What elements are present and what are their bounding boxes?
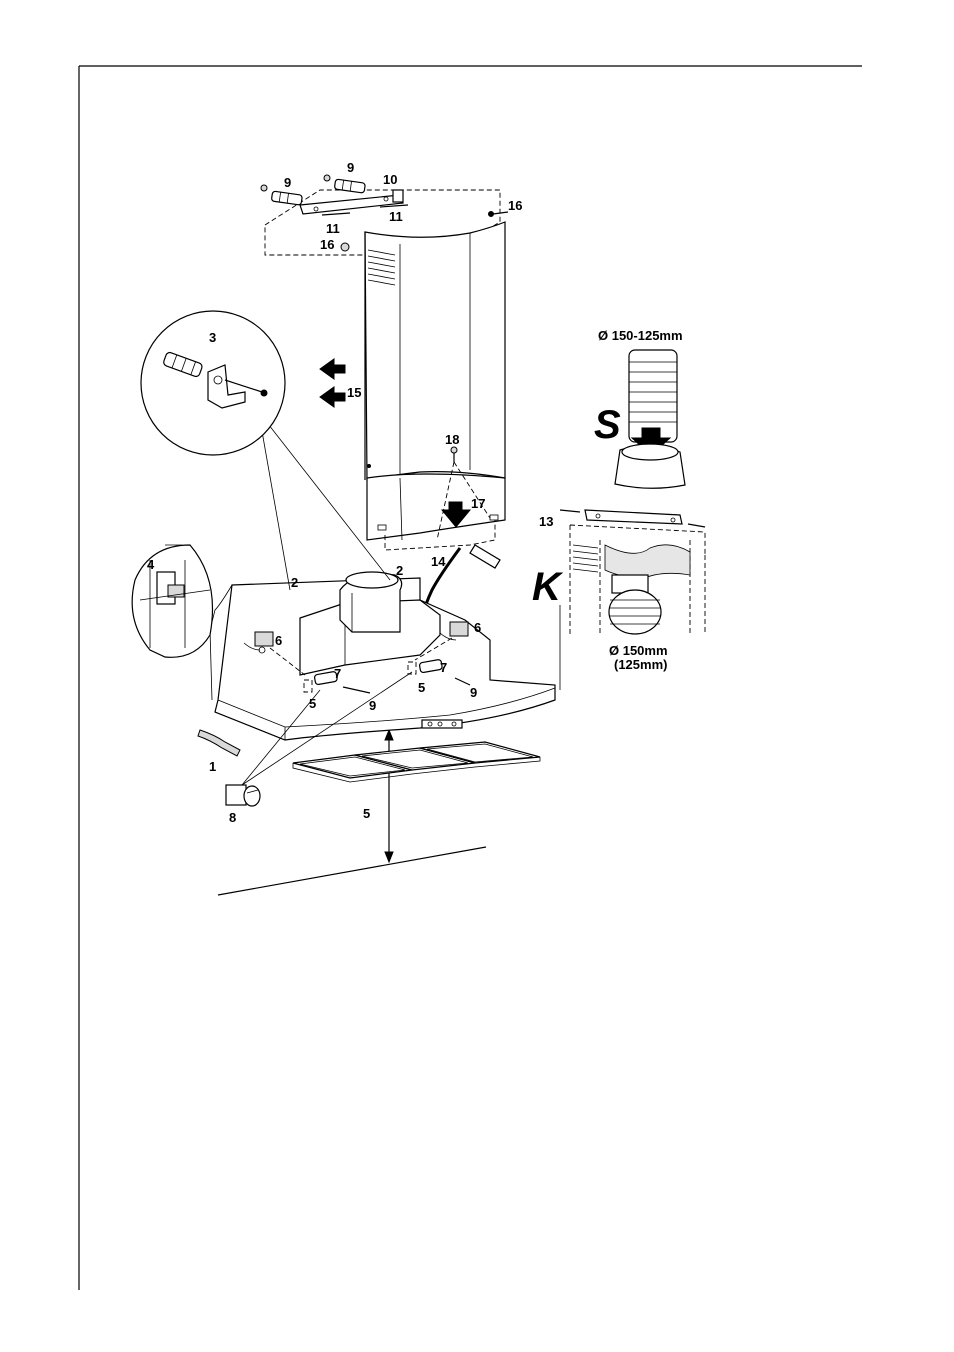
- callout-16-a: 16: [320, 237, 334, 252]
- variant-labels: Ø 150-125mm S K Ø 150mm (125mm): [532, 328, 683, 672]
- callout-7-a: 7: [334, 666, 341, 681]
- leader-lines: [241, 419, 413, 786]
- chimney-lower: [366, 473, 506, 551]
- callout-16-b: 16: [508, 198, 522, 213]
- callout-labels: 9 9 10 11 11 16 16 3 15 18 17 14 4 2 2 6…: [147, 160, 553, 825]
- callout-2-b: 2: [396, 563, 403, 578]
- page-frame: [78, 65, 862, 1290]
- callout-5-b: 5: [418, 680, 425, 695]
- arrow-17: [440, 501, 472, 528]
- callout-9-d: 9: [470, 685, 477, 700]
- variant-s-letter: S: [594, 403, 621, 447]
- detail-circle-3: [140, 310, 286, 456]
- variant-s-duct: [614, 349, 686, 489]
- variant-k-diameter: Ø 150mm: [609, 643, 668, 658]
- callout-7-b: 7: [440, 660, 447, 675]
- callout-2-a: 2: [291, 575, 298, 590]
- screw-18: [436, 446, 491, 541]
- callout-5-a: 5: [309, 696, 316, 711]
- filter-vent-slots: [572, 544, 599, 573]
- callout-15: 15: [347, 385, 361, 400]
- callout-5-c: 5: [363, 806, 370, 821]
- chimney-vent-slots: [367, 249, 396, 286]
- mounting-clip-right: [414, 621, 469, 661]
- callout-18: 18: [445, 432, 459, 447]
- variant-s-diameter: Ø 150-125mm: [598, 328, 683, 343]
- detail-circle-4: [131, 544, 213, 658]
- top-mounting-bracket: [264, 189, 501, 256]
- wall-plugs-top: [260, 174, 366, 206]
- callout-3: 3: [209, 330, 216, 345]
- callout-11-b: 11: [389, 209, 403, 224]
- wall-plugs-lower: [303, 659, 471, 694]
- callout-10: 10: [383, 172, 397, 187]
- callout-14: 14: [431, 554, 446, 569]
- callout-8: 8: [229, 810, 236, 825]
- variant-k-filter: [559, 509, 706, 635]
- callout-9-a: 9: [284, 175, 291, 190]
- mounting-clip-left: [243, 631, 306, 676]
- callout-6-b: 6: [474, 620, 481, 635]
- variant-k-letter: K: [532, 565, 564, 609]
- detail-screw-8: [225, 784, 261, 807]
- height-dimension-arrow: [384, 728, 394, 864]
- callout-13: 13: [539, 514, 553, 529]
- floor-line: [217, 846, 487, 896]
- callout-4: 4: [147, 557, 155, 572]
- adhesive-strip: [197, 729, 241, 757]
- callout-1: 1: [209, 759, 216, 774]
- wall-section: [209, 584, 561, 701]
- grease-filters: [292, 741, 541, 783]
- callout-9-b: 9: [347, 160, 354, 175]
- callout-9-c: 9: [369, 698, 376, 713]
- variant-k-diameter-alt: (125mm): [614, 657, 667, 672]
- arrows-15: [319, 358, 346, 408]
- outlet-collar: [339, 571, 403, 633]
- top-screws: [321, 204, 509, 252]
- chimney-upper: [364, 221, 506, 481]
- callout-11-a: 11: [326, 221, 340, 236]
- callout-17: 17: [471, 496, 485, 511]
- callout-6-a: 6: [275, 633, 282, 648]
